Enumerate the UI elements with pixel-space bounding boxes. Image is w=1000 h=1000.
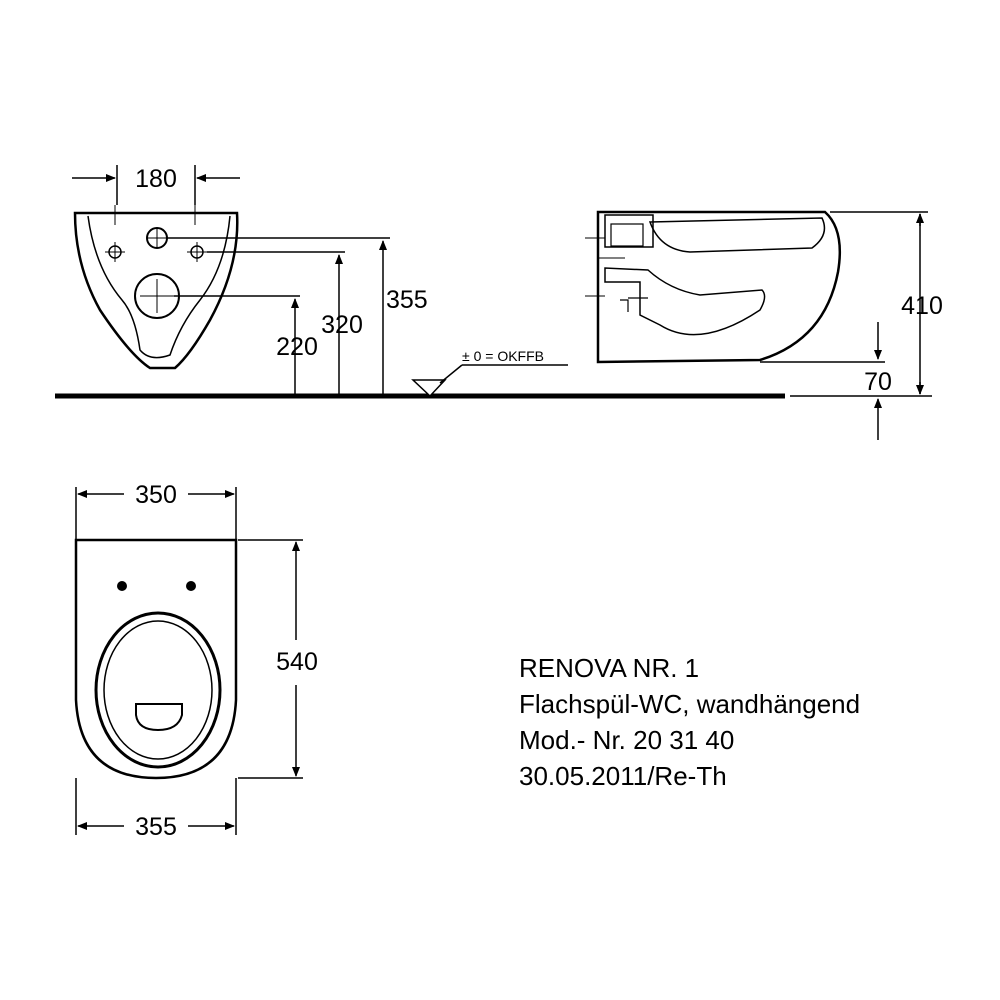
dim-355-label: 355 bbox=[386, 286, 428, 314]
floor-reference-label: ± 0 = OKFFB bbox=[462, 348, 544, 364]
floor-reference-symbol bbox=[411, 364, 568, 398]
drawing-date: 30.05.2011/Re-Th bbox=[519, 761, 727, 791]
model-number: Mod.- Nr. 20 31 40 bbox=[519, 725, 735, 755]
dim-410-label: 410 bbox=[901, 292, 943, 320]
top-fixing-hole-right bbox=[186, 581, 196, 591]
top-view bbox=[74, 538, 238, 780]
dim-top bbox=[75, 487, 303, 835]
front-view bbox=[73, 205, 239, 370]
dim-220-label: 220 bbox=[276, 333, 318, 361]
dim-180 bbox=[72, 165, 240, 205]
dim-70-label: 70 bbox=[864, 368, 892, 396]
dim-side bbox=[760, 211, 928, 440]
side-view bbox=[585, 210, 842, 364]
dim-320-label: 320 bbox=[321, 311, 363, 339]
dim-180-label: 180 bbox=[135, 165, 177, 193]
product-description: Flachspül-WC, wandhängend bbox=[519, 689, 861, 719]
dim-350-label: 350 bbox=[135, 481, 177, 509]
dim-heights bbox=[167, 237, 390, 394]
dim-355-bottom-label: 355 bbox=[135, 813, 177, 841]
title-block: RENOVA NR. 1 Flachspül-WC, wandhängend M… bbox=[519, 650, 860, 794]
top-fixing-hole-left bbox=[117, 581, 127, 591]
product-name: RENOVA NR. 1 bbox=[519, 653, 700, 683]
dim-540-label: 540 bbox=[276, 648, 318, 676]
